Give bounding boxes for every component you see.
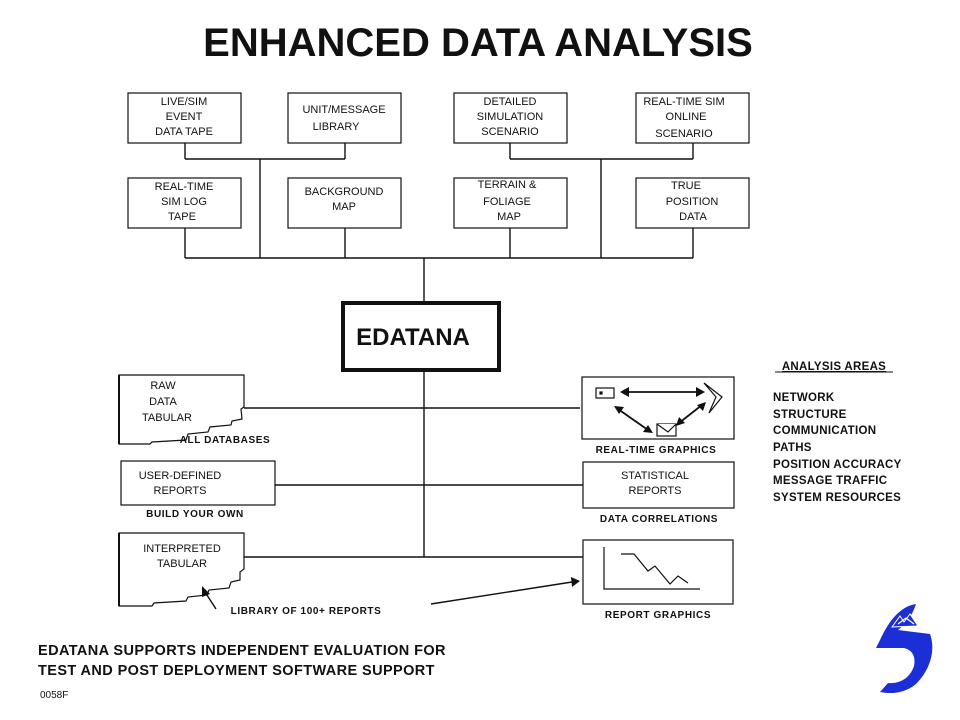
analysis-areas-heading: ANALYSIS AREAS: [782, 361, 886, 373]
analysis-item: PATHS: [773, 442, 812, 454]
edatana-box: EDATANA: [341, 301, 501, 372]
caption-all-databases: ALL DATABASES: [180, 435, 271, 446]
network-graph-icon: [595, 382, 723, 437]
analysis-item: NETWORK: [773, 392, 835, 404]
caption-report-graphics: REPORT GRAPHICS: [605, 610, 711, 621]
output-connectors: [244, 371, 583, 558]
analysis-areas: ANALYSIS AREAS NETWORK STRUCTURE COMMUNI…: [773, 361, 902, 504]
input-connectors: [184, 143, 694, 302]
analysis-item: STRUCTURE: [773, 409, 847, 421]
caption-data-correlations: DATA CORRELATIONS: [600, 514, 718, 525]
analysis-item: MESSAGE TRAFFIC: [773, 475, 887, 487]
organization-logo-icon: [876, 604, 933, 694]
document-code: 0058F: [40, 690, 68, 701]
output-report-graphics: REPORT GRAPHICS: [582, 539, 734, 621]
analysis-item: COMMUNICATION: [773, 425, 876, 437]
caption-real-time-graphics: REAL-TIME GRAPHICS: [596, 445, 717, 456]
edatana-label: EDATANA: [356, 324, 470, 351]
analysis-item: POSITION ACCURACY: [773, 459, 902, 471]
line-graph-icon: [603, 547, 700, 590]
caption-library-of-reports: LIBRARY OF 100+ REPORTS: [231, 606, 382, 617]
footer-line-2: TEST AND POST DEPLOYMENT SOFTWARE SUPPOR…: [38, 663, 435, 679]
footer-line-1: EDATANA SUPPORTS INDEPENDENT EVALUATION …: [38, 643, 446, 659]
output-real-time-graphics: REAL-TIME GRAPHICS: [581, 376, 735, 456]
analysis-item: SYSTEM RESOURCES: [773, 492, 901, 504]
library-arrows: [202, 577, 580, 610]
caption-build-your-own: BUILD YOUR OWN: [146, 509, 244, 520]
page-title: ENHANCED DATA ANALYSIS: [203, 21, 753, 65]
